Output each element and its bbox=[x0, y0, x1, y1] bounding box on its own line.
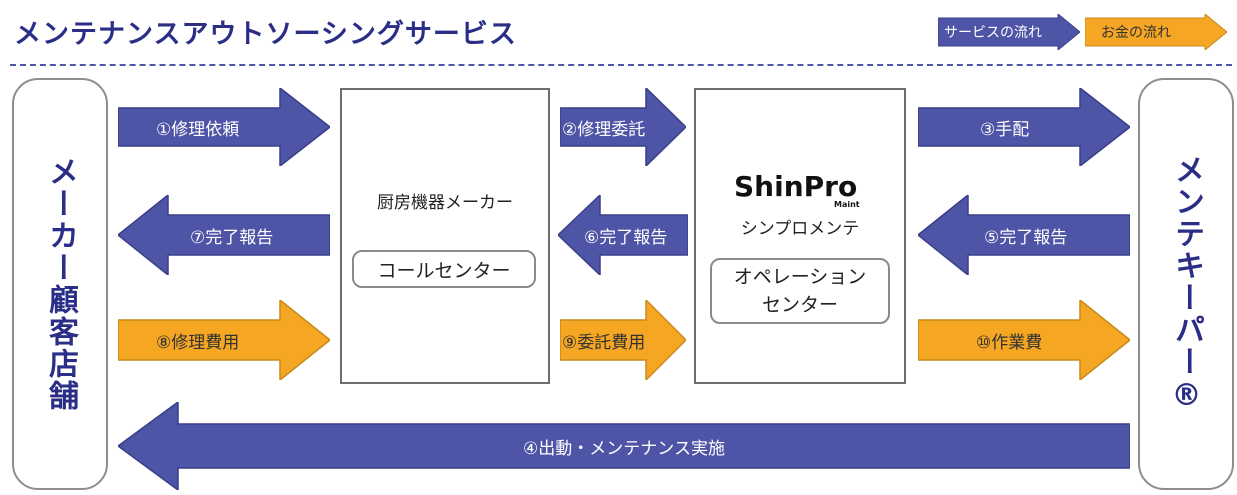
call-center-box: コールセンター bbox=[352, 250, 536, 288]
arrow-9-commission-cost: ⑨委託費用 bbox=[560, 300, 686, 380]
arrow-10-work-cost: ⑩作業費 bbox=[918, 300, 1130, 380]
shinpro-name: シンプロメンテ bbox=[740, 219, 860, 239]
shinpro-box: ShinPro Maint シンプロメンテ オペレーション センター bbox=[694, 88, 906, 384]
arrow-3-label: ③手配 bbox=[980, 119, 1030, 140]
legend-service-arrow bbox=[938, 14, 1080, 50]
customer-store-label: メーカー顧客店舗 bbox=[43, 156, 78, 412]
arrow-3-arrangement: ③手配 bbox=[918, 88, 1130, 166]
shinpro-logo-sub: Maint bbox=[834, 200, 860, 209]
manufacturer-box: 厨房機器メーカー コールセンター bbox=[340, 88, 550, 384]
maintenance-keeper-box: メンテキーパー® bbox=[1138, 78, 1234, 490]
operation-center-line2: センター bbox=[761, 294, 838, 316]
arrow-6-completion-report: ⑥完了報告 bbox=[558, 195, 688, 275]
legend-service-flow: サービスの流れ bbox=[938, 14, 1080, 50]
arrow-6-label: ⑥完了報告 bbox=[584, 227, 668, 248]
page-title: メンテナンスアウトソーシングサービス bbox=[14, 19, 517, 50]
arrow-2-label: ②修理委託 bbox=[562, 119, 646, 140]
arrow-2-repair-commission: ②修理委託 bbox=[560, 88, 686, 166]
arrow-1-repair-request: ①修理依頼 bbox=[118, 88, 330, 166]
manufacturer-label: 厨房機器メーカー bbox=[377, 193, 513, 213]
legend-service-label: サービスの流れ bbox=[944, 25, 1042, 41]
arrow-1-label: ①修理依頼 bbox=[156, 119, 240, 140]
legend-money-arrow bbox=[1085, 14, 1227, 50]
arrow-7-completion-report: ⑦完了報告 bbox=[118, 195, 330, 275]
arrow-5-label: ⑤完了報告 bbox=[984, 227, 1068, 248]
maintenance-keeper-label: メンテキーパー® bbox=[1169, 153, 1204, 415]
arrow-9-label: ⑨委託費用 bbox=[562, 332, 646, 353]
arrow-4-label: ④出動・メンテナンス実施 bbox=[523, 438, 725, 459]
arrow-7-label: ⑦完了報告 bbox=[190, 227, 274, 248]
arrow-5-completion-report: ⑤完了報告 bbox=[918, 195, 1130, 275]
arrow-4-dispatch-maintenance: ④出動・メンテナンス実施 bbox=[118, 402, 1130, 490]
shinpro-logo: ShinPro bbox=[734, 170, 858, 203]
operation-center-line1: オペレーション bbox=[733, 266, 867, 288]
operation-center-box: オペレーション センター bbox=[710, 258, 890, 324]
arrow-10-label: ⑩作業費 bbox=[976, 332, 1043, 353]
customer-store-box: メーカー顧客店舗 bbox=[12, 78, 108, 490]
arrow-8-repair-cost: ⑧修理費用 bbox=[118, 300, 330, 380]
divider-line bbox=[10, 64, 1232, 66]
legend-money-flow: お金の流れ bbox=[1085, 14, 1227, 50]
arrow-8-label: ⑧修理費用 bbox=[156, 332, 240, 353]
legend-money-label: お金の流れ bbox=[1101, 25, 1171, 41]
